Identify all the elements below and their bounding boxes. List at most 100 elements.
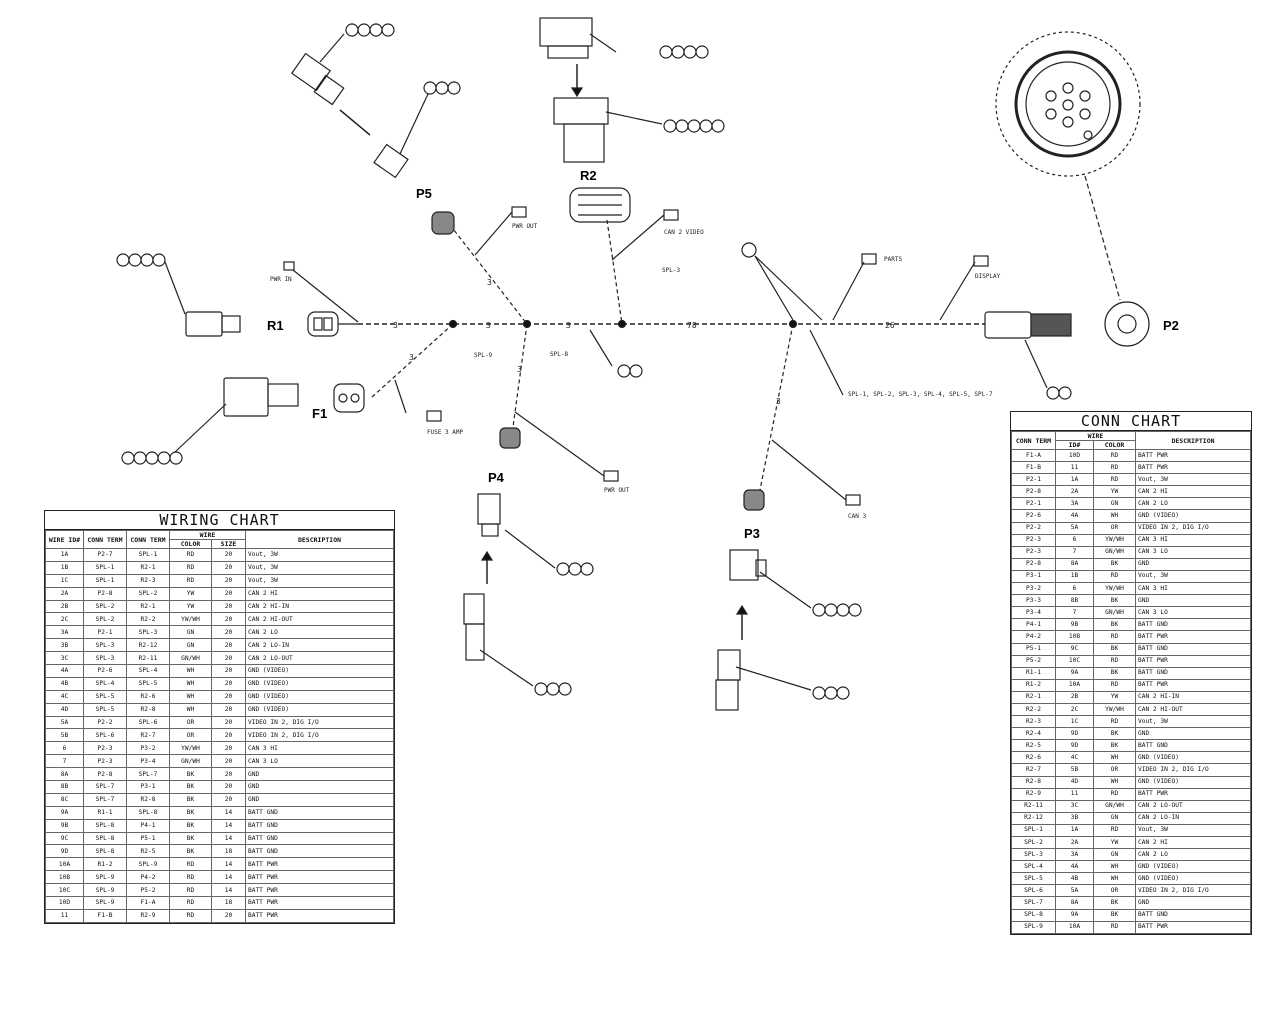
p4-branch bbox=[512, 323, 528, 428]
wiring-cell: R2-5 bbox=[126, 844, 170, 859]
conn-cell: WH bbox=[1093, 751, 1136, 765]
conn-cell: GN bbox=[1093, 848, 1136, 862]
conn-cell: GND bbox=[1135, 594, 1251, 608]
conn-cell: P3-2 bbox=[1011, 582, 1056, 596]
conn-cell: Vout, 3W bbox=[1135, 715, 1251, 729]
conn-cell: RD bbox=[1093, 569, 1136, 584]
wiring-cell: BATT GND bbox=[245, 805, 394, 820]
wiring-cell: SPL-6 bbox=[126, 715, 170, 730]
wiring-cell: BATT PWR bbox=[245, 883, 394, 898]
wiring-cell: RD bbox=[169, 883, 212, 898]
conn-cell: P2-3 bbox=[1011, 533, 1056, 547]
wiring-cell: P2-8 bbox=[83, 767, 127, 782]
wiring-cell: SPL-6 bbox=[83, 728, 127, 743]
conn-cell: OR bbox=[1093, 763, 1136, 777]
conn-cell: R2-7 bbox=[1011, 763, 1056, 777]
wiring-cell: 20 bbox=[211, 689, 246, 704]
conn-cell: R2-4 bbox=[1011, 727, 1056, 741]
wiring-cell: 20 bbox=[211, 612, 246, 627]
conn-cell: RD bbox=[1093, 448, 1136, 463]
conn-cell: WH bbox=[1093, 775, 1136, 789]
conn-cell: SPL-7 bbox=[1011, 896, 1056, 910]
conn-cell: GN bbox=[1093, 811, 1136, 825]
conn-cell: 9C bbox=[1055, 642, 1094, 656]
wiring-cell: 20 bbox=[211, 767, 246, 782]
conn-header-wire-group: WIRE bbox=[1055, 431, 1136, 441]
conn-cell: VIDEO IN 2, DIG I/O bbox=[1135, 884, 1251, 898]
wiring-cell: R2-9 bbox=[126, 908, 170, 923]
wiring-cell: R2-6 bbox=[126, 689, 170, 704]
callout-balloons bbox=[116, 23, 1072, 700]
wiring-cell: WH bbox=[169, 676, 212, 691]
conn-cell: CAN 3 HI bbox=[1135, 582, 1251, 596]
wiring-cell: BATT PWR bbox=[245, 870, 394, 885]
wiring-cell: 5B bbox=[45, 728, 84, 743]
conn-cell: 5A bbox=[1055, 521, 1094, 535]
conn-cell: BK bbox=[1093, 557, 1136, 571]
conn-cell: 9A bbox=[1055, 666, 1094, 680]
wiring-cell: 3A bbox=[45, 625, 84, 640]
wiring-cell: 3C bbox=[45, 651, 84, 666]
conn-cell: GND (VIDEO) bbox=[1135, 872, 1251, 886]
conn-cell: 9D bbox=[1055, 739, 1094, 753]
callout-spl3: SPL-3 bbox=[662, 267, 680, 274]
conn-cell: CAN 3 LO bbox=[1135, 606, 1251, 620]
conn-cell: 2C bbox=[1055, 702, 1094, 717]
callout-p3: CAN 3 bbox=[848, 513, 866, 520]
conn-cell: GN bbox=[1093, 497, 1136, 511]
conn-cell: RD bbox=[1093, 715, 1136, 729]
conn-cell: CAN 2 HI bbox=[1135, 835, 1251, 850]
r1-label: R1 bbox=[267, 318, 284, 333]
wiring-cell: 20 bbox=[211, 754, 246, 769]
wiring-cell: SPL-5 bbox=[83, 702, 127, 717]
conn-cell: 2B bbox=[1055, 690, 1094, 704]
conn-cell: 4A bbox=[1055, 509, 1094, 523]
conn-cell: 5B bbox=[1055, 763, 1094, 777]
wiring-cell: 14 bbox=[211, 870, 246, 885]
callout-p5: PWR OUT bbox=[512, 223, 538, 230]
wiring-cell: WH bbox=[169, 664, 212, 678]
conn-cell: 1A bbox=[1055, 823, 1094, 838]
wiring-cell: GND bbox=[245, 767, 394, 782]
wiring-cell: SPL-1 bbox=[83, 560, 127, 575]
conn-cell: BK bbox=[1093, 739, 1136, 753]
trunk-length: 78 bbox=[687, 321, 697, 330]
wiring-cell: CAN 3 LO bbox=[245, 754, 394, 769]
wiring-cell: GN/WH bbox=[169, 651, 212, 666]
wiring-cell: BK bbox=[169, 844, 212, 859]
conn-cell: 9B bbox=[1055, 618, 1094, 632]
conn-cell: Vout, 3W bbox=[1135, 569, 1251, 584]
conn-cell: 3C bbox=[1055, 799, 1094, 813]
callout-spl8: SPL-8 bbox=[550, 351, 568, 358]
splice-group bbox=[788, 319, 798, 329]
conn-cell: P3-4 bbox=[1011, 606, 1056, 620]
wiring-chart: WIRING CHART WIRE ID# CONN TERM CONN TER… bbox=[44, 510, 395, 924]
wiring-cell: 1C bbox=[45, 573, 84, 588]
wiring-cell: 10C bbox=[45, 883, 84, 898]
wiring-cell: P2-2 bbox=[83, 715, 127, 730]
wiring-cell: 20 bbox=[211, 625, 246, 640]
wiring-cell: SPL-3 bbox=[126, 625, 170, 640]
wiring-cell: R2-8 bbox=[126, 702, 170, 717]
wiring-cell: SPL-8 bbox=[126, 805, 170, 820]
wiring-cell: Vout, 3W bbox=[245, 573, 394, 588]
conn-cell: BK bbox=[1093, 594, 1136, 608]
p2-connector bbox=[984, 31, 1150, 347]
wiring-cell: 20 bbox=[211, 715, 246, 730]
wiring-cell: SPL-7 bbox=[126, 767, 170, 782]
